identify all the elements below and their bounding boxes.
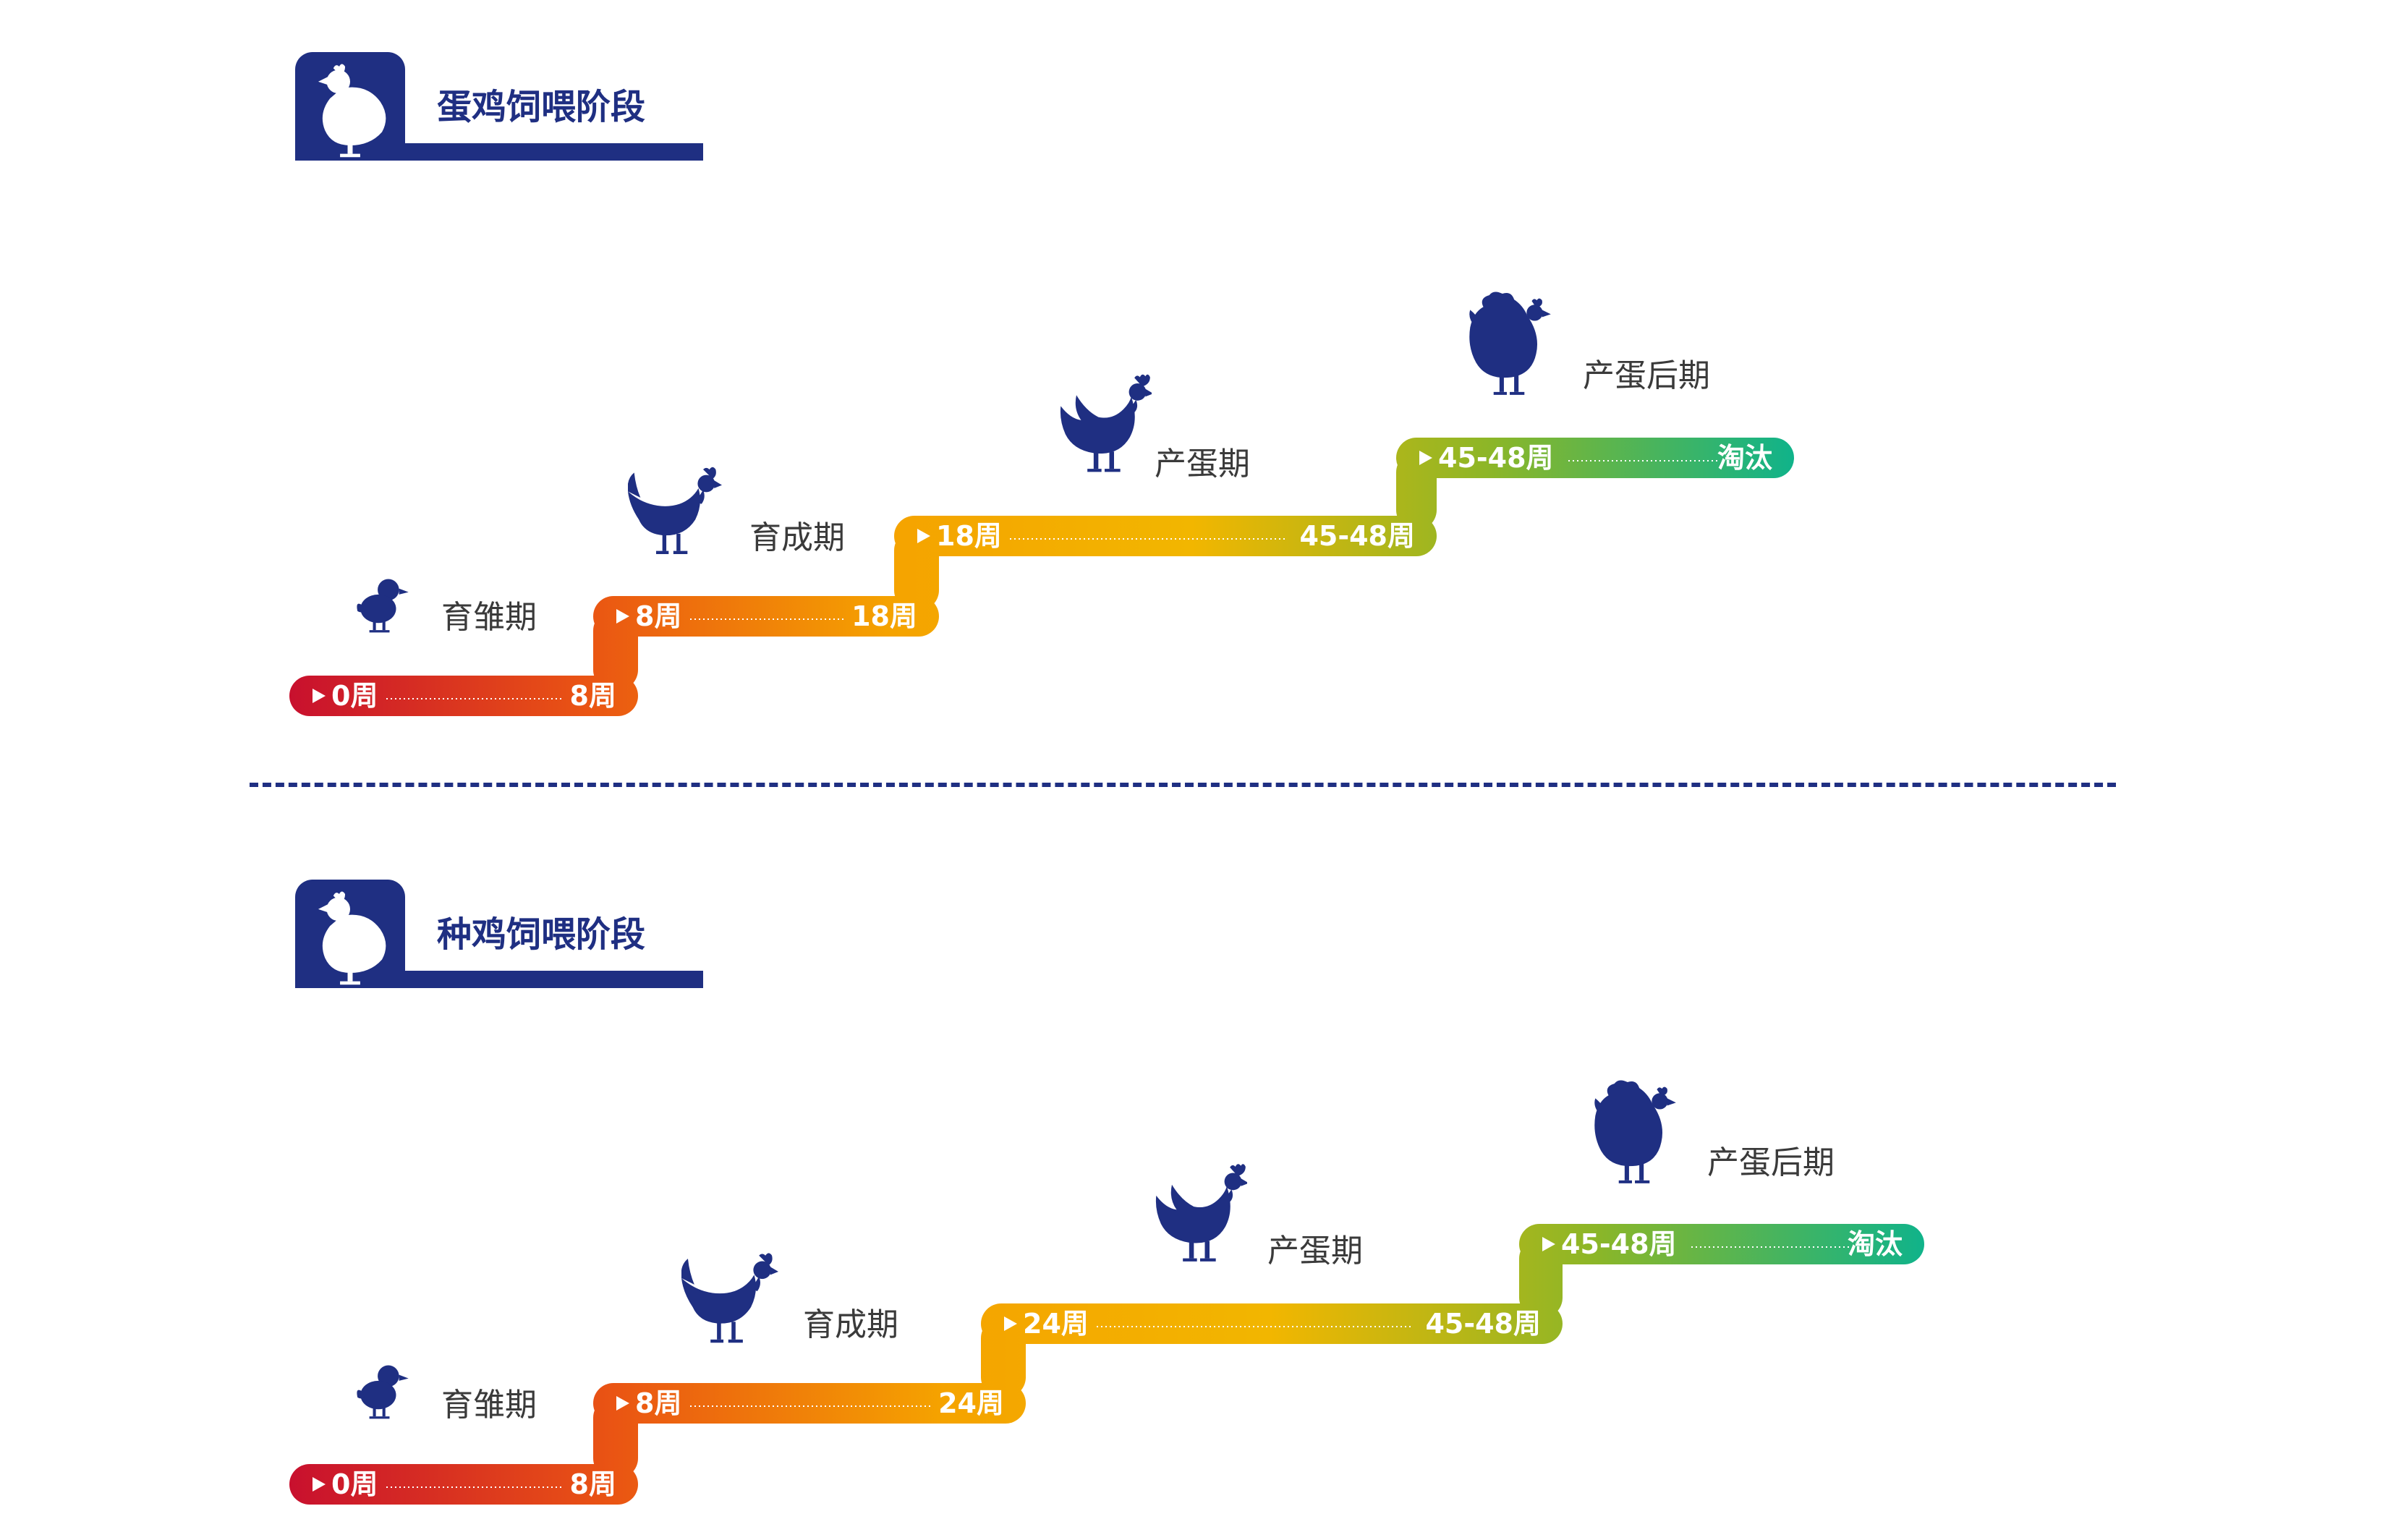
stage-end-label: 45-48周 xyxy=(1299,520,1415,552)
play-arrow-icon xyxy=(313,1477,326,1492)
title-underline-bar xyxy=(295,971,703,988)
section-title: 种鸡饲喂阶段 xyxy=(437,914,646,955)
play-arrow-icon xyxy=(1419,451,1432,465)
stage-start-label: 45-48周 xyxy=(1438,442,1554,474)
chick-icon xyxy=(357,1365,409,1419)
stage-bar xyxy=(1396,438,1794,478)
play-arrow-icon xyxy=(616,1396,629,1411)
stage-name: 产蛋期 xyxy=(1155,446,1250,482)
stage-start-label: 45-48周 xyxy=(1561,1228,1677,1260)
hen-icon xyxy=(1155,1164,1247,1262)
play-arrow-icon xyxy=(917,529,930,543)
stage-end-label: 淘汰 xyxy=(1717,442,1772,474)
stage-bar-fill xyxy=(894,516,1437,556)
section-1 xyxy=(289,52,1794,716)
stage-bar-fill xyxy=(1396,438,1794,478)
hen-icon xyxy=(1060,374,1152,472)
stage-start-label: 0周 xyxy=(331,1468,378,1500)
old-hen-icon xyxy=(1469,292,1551,395)
stage-end-label: 24周 xyxy=(938,1387,1004,1419)
section-title: 蛋鸡饲喂阶段 xyxy=(437,87,646,127)
stage-start-label: 0周 xyxy=(331,680,378,712)
stage-name: 育成期 xyxy=(749,519,845,556)
chick-icon xyxy=(357,579,409,633)
old-hen-icon xyxy=(1594,1080,1676,1183)
stage-name: 育雏期 xyxy=(441,1387,537,1424)
stage-bar-fill xyxy=(981,1303,1563,1344)
stage-name: 育雏期 xyxy=(441,599,537,636)
section-title-badge xyxy=(295,52,703,161)
pullet-icon xyxy=(681,1253,778,1343)
pullet-icon xyxy=(628,467,722,554)
play-arrow-icon xyxy=(1004,1316,1017,1331)
stage-start-label: 8周 xyxy=(635,1387,682,1419)
section-2 xyxy=(289,880,1924,1505)
stage-bar-fill xyxy=(289,676,638,716)
stage-name: 产蛋后期 xyxy=(1583,357,1710,394)
stage-name: 产蛋后期 xyxy=(1707,1144,1835,1181)
stage-end-label: 8周 xyxy=(569,680,616,712)
stage-bar xyxy=(1519,1224,1924,1264)
stage-bar-fill xyxy=(593,1383,1026,1424)
play-arrow-icon xyxy=(1542,1237,1555,1251)
stage-name: 育成期 xyxy=(803,1306,898,1343)
stage-name: 产蛋期 xyxy=(1267,1233,1363,1269)
title-underline-bar xyxy=(295,143,703,161)
stage-end-label: 18周 xyxy=(851,600,917,632)
play-arrow-icon xyxy=(616,609,629,624)
stage-bar-fill xyxy=(593,596,939,637)
stage-end-label: 8周 xyxy=(569,1468,616,1500)
section-divider xyxy=(250,783,2116,787)
stage-bar-fill xyxy=(1519,1224,1924,1264)
stage-end-label: 45-48周 xyxy=(1425,1308,1541,1340)
play-arrow-icon xyxy=(313,689,326,703)
section-title-badge xyxy=(295,880,703,988)
stage-bar-fill xyxy=(289,1464,638,1505)
stage-start-label: 24周 xyxy=(1023,1308,1089,1340)
stage-start-label: 18周 xyxy=(936,520,1002,552)
stage-end-label: 淘汰 xyxy=(1847,1228,1903,1260)
stage-start-label: 8周 xyxy=(635,600,682,632)
